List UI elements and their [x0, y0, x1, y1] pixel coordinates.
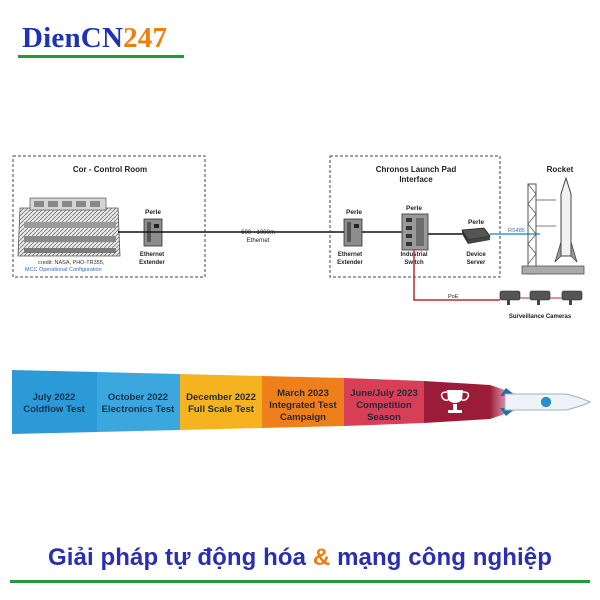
poe-label: PoE [448, 294, 459, 300]
surveillance-camera-icon-3 [561, 290, 583, 305]
ethernet-extender-2-icon [343, 218, 363, 247]
credit-line-2: MCC Operational Configuration [25, 267, 102, 273]
extender-2-label-line1: Ethernet [338, 252, 362, 258]
timeline-segment-5-line2: Competition [356, 400, 412, 411]
timeline-segment-5: June/July 2023 Competition Season [344, 378, 424, 426]
timeline-segment-5-line3: Season [367, 412, 401, 423]
timeline-segment-2-shape [97, 372, 180, 432]
trophy-icon [440, 390, 470, 413]
perle-label-1: Perle [145, 209, 161, 216]
footer-text-part1: Giải pháp tự động hóa [47, 544, 313, 571]
footer-ampersand: & [312, 544, 331, 571]
launch-pad-box [329, 155, 501, 278]
timeline-segment-1-line2: Coldflow Test [23, 404, 85, 415]
timeline-diagram: July 2022 Coldflow Test October 2022 Ele… [12, 370, 592, 434]
perle-label-3: Perle [406, 205, 422, 212]
network-diagram: Cor - Control Room credit: NASA, PHO-TR3… [12, 155, 585, 320]
perle-label-4: Perle [468, 219, 484, 226]
timeline-segment-2-line2: Electronics Test [102, 404, 176, 415]
surveillance-camera-icon-2 [529, 290, 551, 305]
industrial-switch-icon [401, 213, 429, 251]
timeline-segment-4-line2: Integrated Test [269, 400, 337, 411]
brand-underline [18, 55, 184, 58]
timeline-segment-3-line2: Full Scale Test [188, 404, 255, 415]
device-server-icon [461, 227, 491, 244]
server-label-line2: Server [467, 260, 486, 266]
timeline-segment-2-line1: October 2022 [108, 392, 168, 403]
rocket-tower-icon [521, 176, 585, 275]
control-room-title: Cor - Control Room [73, 165, 147, 174]
rs485-label: RS485 [508, 228, 525, 234]
footer-underline [10, 580, 590, 583]
extender-1-label-line2: Extender [139, 260, 165, 266]
timeline-segment-5-line1: June/July 2023 [350, 388, 418, 399]
poe-link [413, 250, 500, 301]
footer-slogan: Giải pháp tự động hóa & mạng công nghiệp [0, 544, 600, 572]
launch-pad-title-line1: Chronos Launch Pad [376, 165, 457, 174]
extender-2-label-line2: Extender [337, 260, 363, 266]
timeline-segment-4-shape [262, 376, 344, 428]
cameras-label: Surveillance Cameras [509, 314, 572, 320]
timeline-segment-4-line1: March 2023 [277, 388, 329, 399]
rocket-label: Rocket [547, 165, 574, 174]
timeline-rocket-icon [500, 388, 592, 416]
timeline-segment-4: March 2023 Integrated Test Campaign [262, 376, 344, 428]
timeline-segment-3-shape [180, 374, 262, 430]
timeline-segment-3-line1: December 2022 [186, 392, 256, 403]
timeline-segment-1-line1: July 2022 [33, 392, 76, 403]
extender-1-label-line1: Ethernet [140, 252, 164, 258]
link-distance-label: 600 - 1000m [241, 230, 275, 236]
surveillance-camera-icon-1 [499, 290, 521, 305]
timeline-segment-4-line3: Campaign [280, 412, 326, 423]
brand-name-part2: 247 [123, 22, 168, 54]
brand-logo: DienCN247 [22, 22, 167, 55]
server-label-line1: Device [466, 252, 486, 258]
timeline-segment-3: December 2022 Full Scale Test [180, 374, 262, 430]
credit-line-1: credit: NASA, PHO-TR355, [38, 260, 105, 266]
link-type-label: Ethernet [247, 238, 270, 244]
control-room-box [12, 155, 206, 278]
timeline-segment-1: July 2022 Coldflow Test [12, 370, 97, 434]
timeline-segment-2: October 2022 Electronics Test [97, 372, 180, 432]
brand-name-part1: DienCN [22, 22, 124, 54]
timeline-segment-5-shape [344, 378, 424, 426]
launch-pad-title-line2: Interface [399, 175, 433, 184]
footer-text-part2: mạng công nghiệp [330, 544, 553, 571]
mission-control-image [17, 197, 121, 257]
timeline-segment-1-shape [12, 370, 97, 434]
perle-label-2: Perle [346, 209, 362, 216]
